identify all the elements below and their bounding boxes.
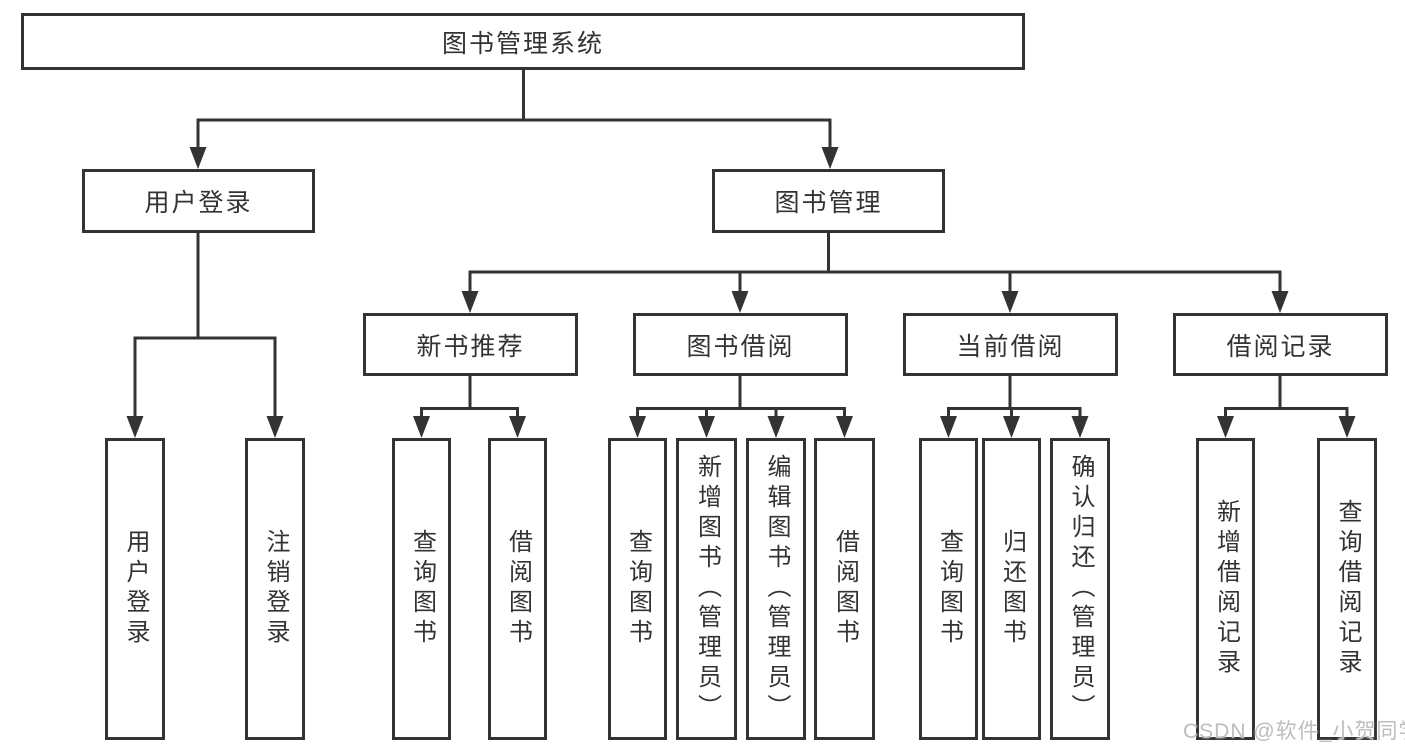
arrowhead-down-icon-level2 (461, 291, 1289, 313)
leaf-query-book-borrow: 查询图书 (608, 438, 667, 740)
leaf-borrow-book: 借阅图书 (814, 438, 875, 740)
leaf-borrow-book-recommend-label: 借阅图书 (504, 529, 532, 649)
node-root-book-management-system: 图书管理系统 (21, 13, 1025, 70)
leaf-query-borrow-record-label: 查询借阅记录 (1334, 499, 1361, 679)
leaf-edit-book-admin: 编辑图书（管理员） (746, 438, 806, 740)
node-user-login: 用户登录 (82, 169, 315, 233)
leaf-logout-label: 注销登录 (262, 529, 289, 649)
connector-bookborrow-to-leaves (636, 376, 846, 422)
connector-root-to-level1 (196, 70, 832, 153)
leaf-add-borrow-record-label: 新增借阅记录 (1212, 499, 1240, 679)
leaf-user-login: 用户登录 (105, 438, 165, 740)
leaf-edit-book-admin-label: 编辑图书（管理员） (763, 454, 790, 724)
connector-userlogin-to-leaves (133, 233, 277, 422)
connector-currentborrow-to-leaves (947, 376, 1082, 422)
arrowhead-down-icon-bookborrow-leaves (629, 416, 853, 438)
leaf-confirm-return-admin: 确认归还（管理员） (1050, 438, 1110, 740)
leaf-borrow-book-label: 借阅图书 (831, 529, 859, 649)
node-root-label: 图书管理系统 (441, 29, 604, 58)
node-new-book-recommend-label: 新书推荐 (416, 332, 525, 361)
node-current-borrow: 当前借阅 (903, 313, 1118, 376)
node-user-login-label: 用户登录 (144, 189, 253, 217)
connector-borrowrecord-to-leaves (1224, 376, 1349, 422)
leaf-logout: 注销登录 (245, 438, 305, 740)
leaf-query-book-current-label: 查询图书 (935, 529, 963, 649)
arrowhead-down-icon-level1 (189, 147, 839, 169)
arrowhead-down-icon-newbook-leaves (413, 416, 526, 438)
leaf-query-book-borrow-label: 查询图书 (624, 529, 652, 649)
leaf-query-book-recommend: 查询图书 (392, 438, 451, 740)
arrowhead-down-icon-borrowrecord-leaves (1217, 416, 1356, 438)
node-book-borrow: 图书借阅 (633, 313, 848, 376)
leaf-confirm-return-admin-label: 确认归还（管理员） (1067, 454, 1094, 724)
leaf-return-book-label: 归还图书 (998, 529, 1026, 649)
connector-bookmgmt-to-level2 (468, 233, 1282, 297)
arrowhead-down-icon-currentborrow-leaves (940, 416, 1089, 438)
leaf-add-borrow-record: 新增借阅记录 (1196, 438, 1255, 740)
leaf-user-login-label: 用户登录 (122, 529, 149, 649)
leaf-query-book-recommend-label: 查询图书 (408, 529, 436, 649)
node-book-borrow-label: 图书借阅 (686, 332, 795, 361)
leaf-add-book-admin-label: 新增图书（管理员） (693, 454, 721, 724)
node-new-book-recommend: 新书推荐 (363, 313, 578, 376)
leaf-add-book-admin: 新增图书（管理员） (676, 438, 737, 740)
node-borrow-record-label: 借阅记录 (1226, 332, 1335, 361)
leaf-borrow-book-recommend: 借阅图书 (488, 438, 547, 740)
leaf-query-book-current: 查询图书 (919, 438, 978, 740)
leaf-query-borrow-record: 查询借阅记录 (1317, 438, 1377, 740)
node-book-management: 图书管理 (712, 169, 945, 233)
arrowhead-down-icon-login-leaves (126, 416, 284, 438)
connector-newbook-to-leaves (420, 376, 519, 422)
node-book-management-label: 图书管理 (774, 189, 883, 217)
csdn-watermark: CSDN @软件_小贺同学 (1183, 720, 1405, 743)
leaf-return-book: 归还图书 (982, 438, 1041, 740)
node-current-borrow-label: 当前借阅 (956, 332, 1065, 361)
node-borrow-record: 借阅记录 (1173, 313, 1388, 376)
